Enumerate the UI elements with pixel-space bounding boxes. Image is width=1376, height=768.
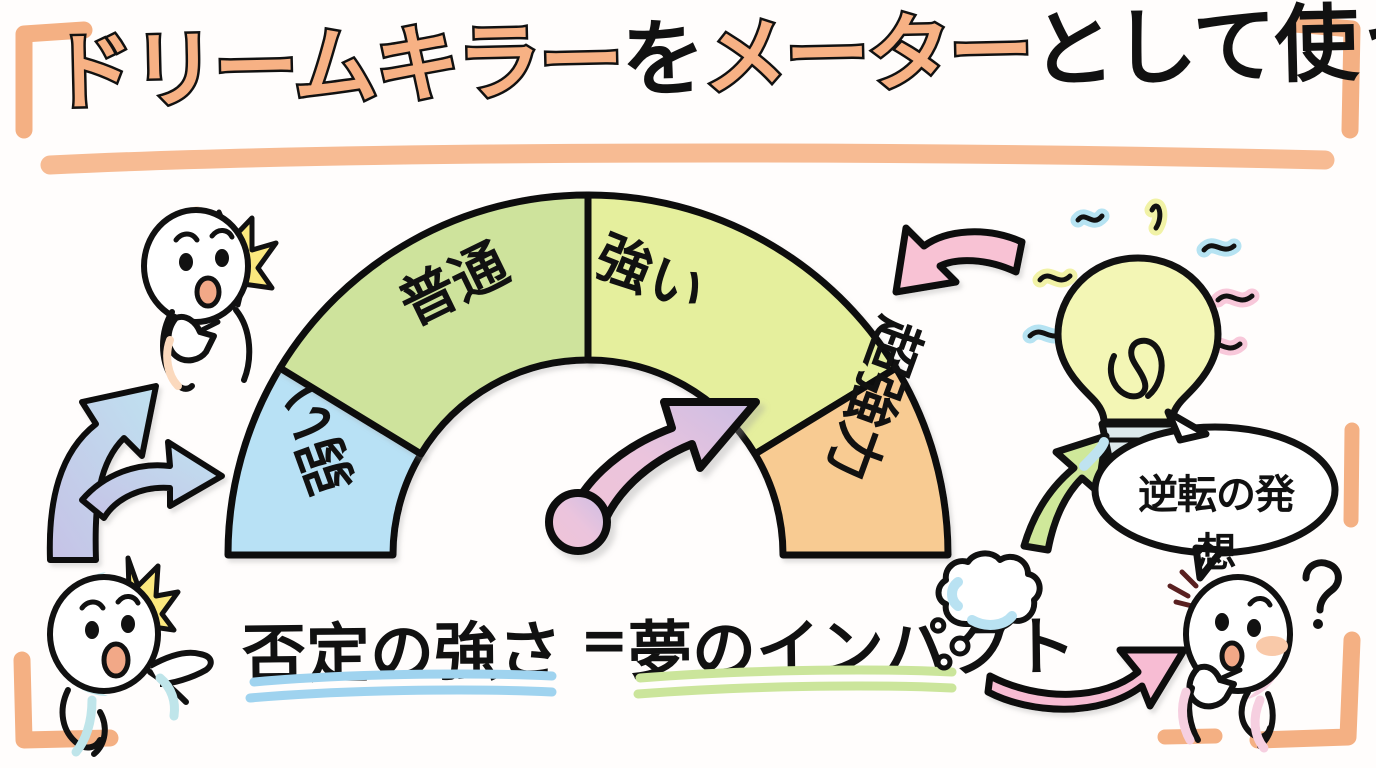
gauge-segment-strong[interactable]	[584, 191, 900, 458]
branching-arrow-left	[46, 383, 225, 563]
needle-pivot	[545, 489, 611, 555]
character-bottom-left-surprised	[47, 555, 214, 757]
question-mark-icon	[1302, 559, 1342, 629]
speech-bubble-text: 逆転の発想	[1138, 472, 1295, 576]
formula-operator: =	[580, 606, 629, 674]
corner-bracket-top-right	[1286, 15, 1361, 139]
blush-icon	[1256, 636, 1288, 656]
title-underline	[40, 143, 1335, 175]
gauge-segment-superstrong[interactable]	[751, 364, 952, 559]
meter-needle[interactable]	[545, 398, 760, 555]
formula-right-underline	[633, 665, 957, 699]
motion-lines-icon	[1167, 569, 1199, 609]
formula-left-underline	[245, 669, 557, 703]
pink-arrow-to-character	[984, 646, 1188, 713]
corner-bracket-bottom-right	[1249, 631, 1361, 749]
character-bottom-right-thinking	[1167, 559, 1342, 753]
corner-bracket-top-left	[15, 21, 93, 139]
pink-arrow-to-gauge	[892, 224, 1026, 296]
character-top-left-surprised	[141, 206, 279, 392]
thought-cloud-icon	[935, 550, 1043, 671]
idea-speech-bubble[interactable]	[1091, 408, 1339, 582]
gauge-segment-normal[interactable]	[276, 191, 592, 458]
